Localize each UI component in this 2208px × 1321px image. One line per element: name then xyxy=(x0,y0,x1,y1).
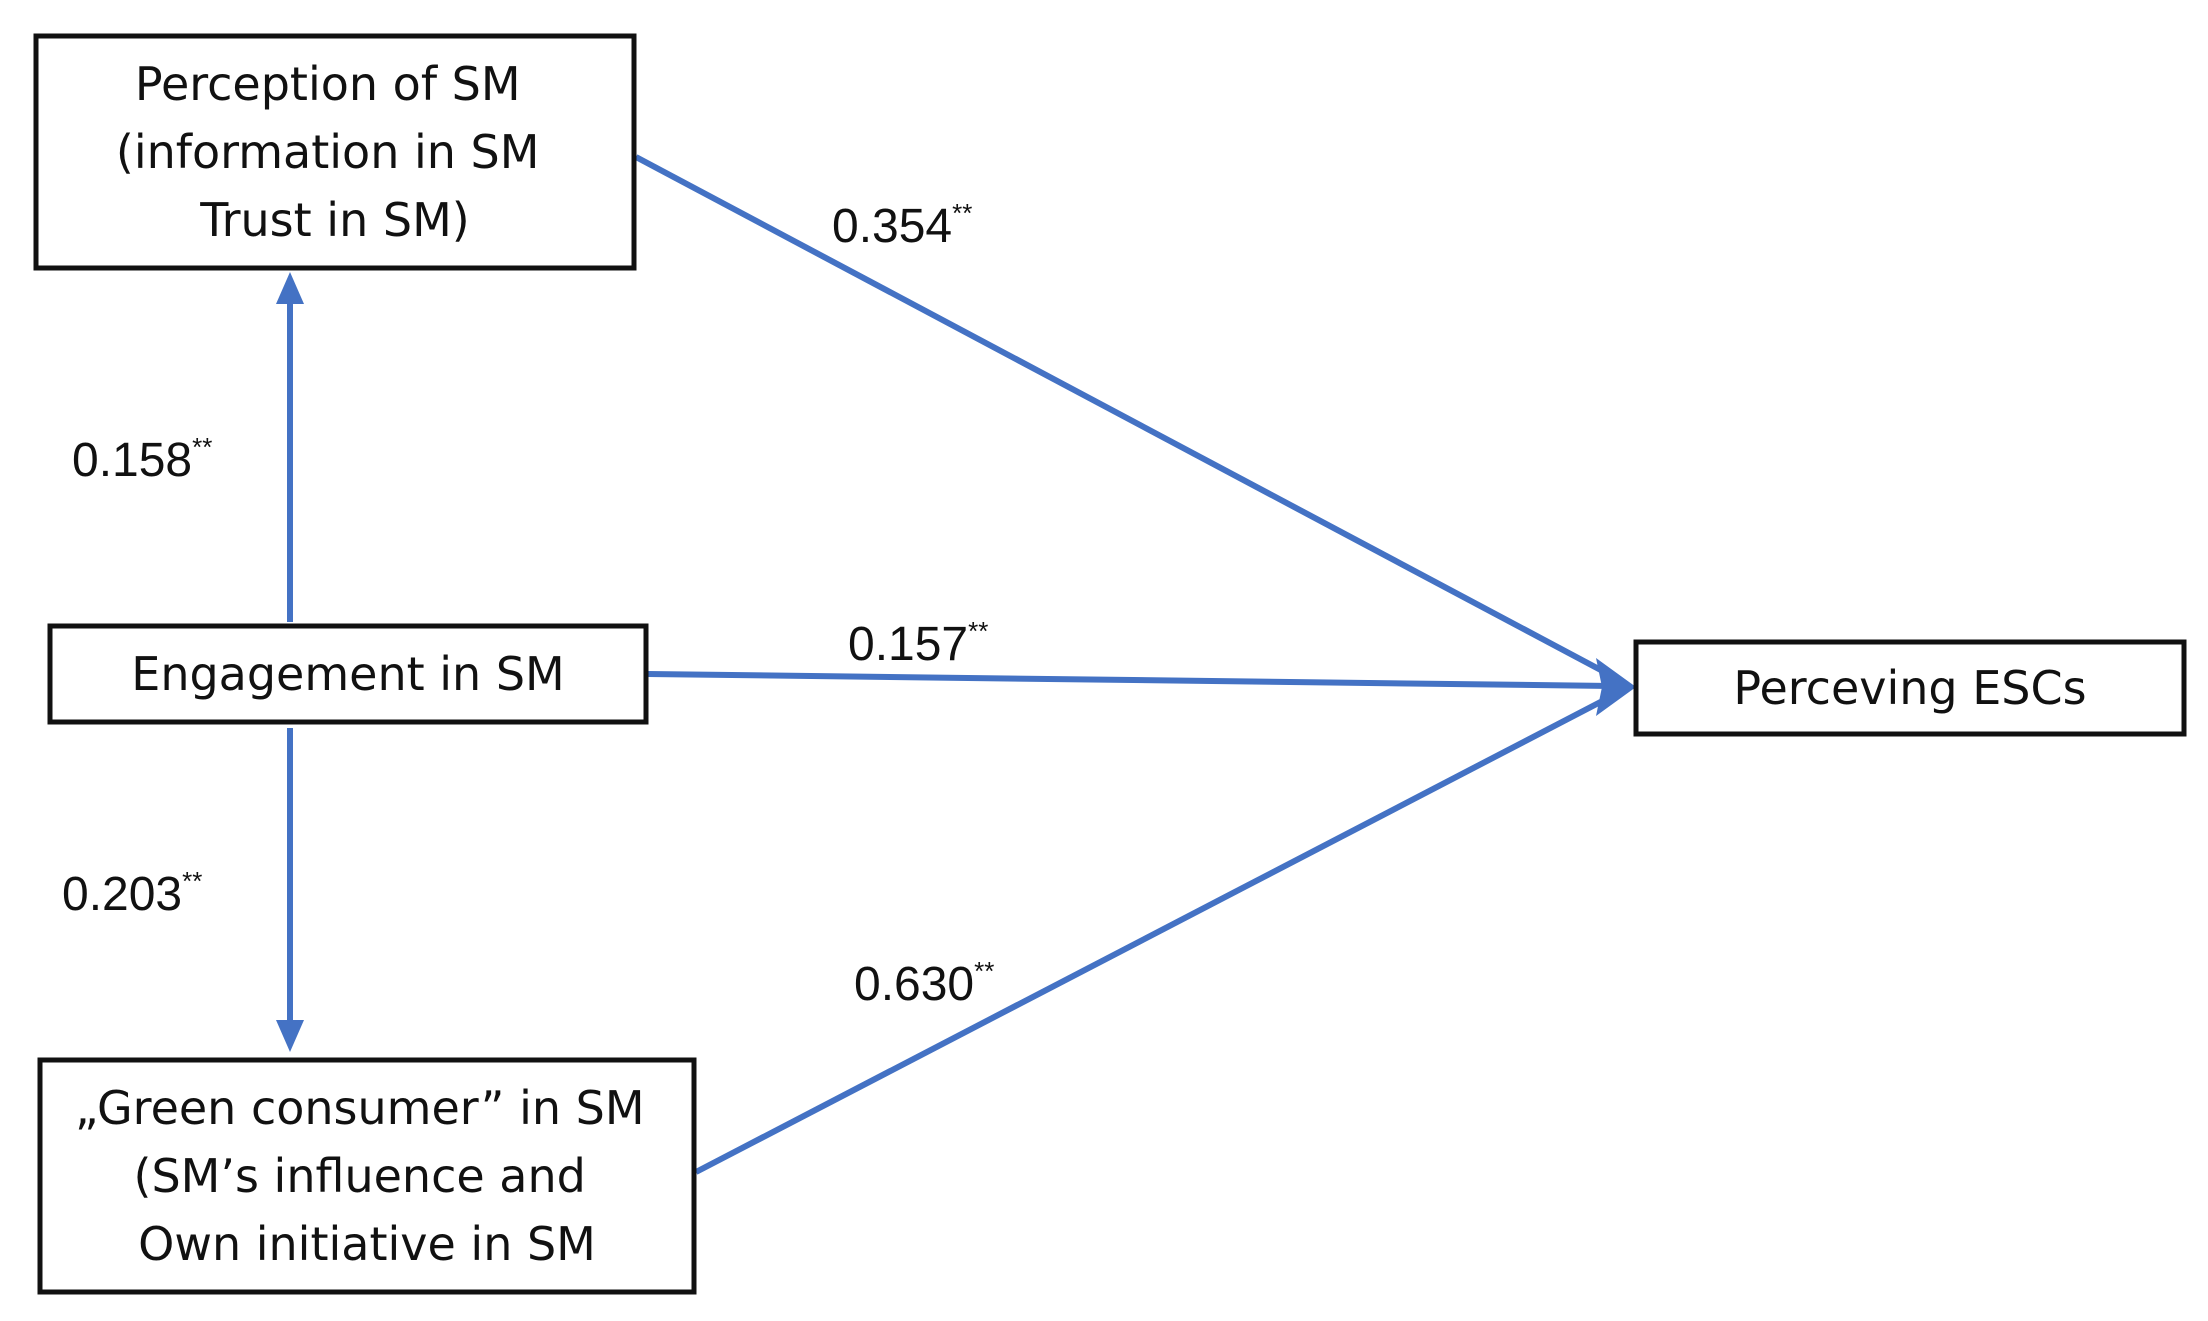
edge-engagement-to-green xyxy=(276,728,304,1052)
coefficient-label-green-perceiving: 0.630** xyxy=(854,956,994,1011)
coefficient-value: 0.630 xyxy=(854,958,974,1011)
edge-line xyxy=(694,693,1614,1175)
edge-engagement-to-perception xyxy=(276,272,304,622)
edge-line xyxy=(634,154,1614,679)
coefficient-label-engagement-green: 0.203** xyxy=(62,866,202,921)
node-box xyxy=(33,33,637,271)
arrowhead-icon xyxy=(276,1020,304,1052)
node-label-line: Engagement in SM xyxy=(131,647,564,701)
node-perception-of-sm: Perception of SM (information in SM Trus… xyxy=(33,33,637,271)
significance-marker: ** xyxy=(192,432,212,462)
node-box xyxy=(37,1057,697,1295)
coefficient-label-perception-perceiving: 0.354** xyxy=(832,198,972,253)
node-engagement-in-sm: Engagement in SM xyxy=(47,623,649,725)
coefficient-value: 0.354 xyxy=(832,200,952,253)
edge-green-to-perceiving xyxy=(694,693,1614,1175)
node-label-line: Own initiative in SM xyxy=(138,1217,596,1271)
significance-marker: ** xyxy=(968,616,988,646)
node-label: Engagement in SM xyxy=(131,647,564,701)
node-label-line: Perceving ESCs xyxy=(1733,661,2086,715)
coefficient-value: 0.157 xyxy=(848,618,968,671)
arrowhead-icon xyxy=(276,272,304,304)
coefficient-value: 0.158 xyxy=(72,434,192,487)
node-label: Perception of SM (information in SM Trus… xyxy=(116,57,554,247)
edge-perception-to-perceiving xyxy=(634,154,1614,679)
node-label-line: (information in SM xyxy=(116,125,540,179)
arrowhead-icon xyxy=(1596,658,1636,716)
node-label-line: Trust in SM) xyxy=(199,193,469,247)
node-box xyxy=(1633,639,2187,737)
coefficient-label-engagement-perceiving: 0.157** xyxy=(848,616,988,671)
node-box xyxy=(47,623,649,725)
node-label: „Green consumer” in SM (SM’s influence a… xyxy=(75,1081,659,1271)
node-label-line: Perception of SM xyxy=(135,57,521,111)
significance-marker: ** xyxy=(182,866,202,896)
node-perceiving-escs: Perceving ESCs xyxy=(1633,639,2187,737)
coefficient-value: 0.203 xyxy=(62,868,182,921)
significance-marker: ** xyxy=(974,956,994,986)
coefficient-label-engagement-perception: 0.158** xyxy=(72,432,212,487)
node-label-line: (SM’s influence and xyxy=(134,1149,586,1203)
node-label-line: „Green consumer” in SM xyxy=(75,1081,645,1135)
edge-line xyxy=(647,671,1613,689)
significance-marker: ** xyxy=(952,198,972,228)
edge-engagement-to-perceiving xyxy=(647,671,1613,689)
node-label: Perceving ESCs xyxy=(1733,661,2086,715)
node-green-consumer-in-sm: „Green consumer” in SM (SM’s influence a… xyxy=(37,1057,697,1295)
